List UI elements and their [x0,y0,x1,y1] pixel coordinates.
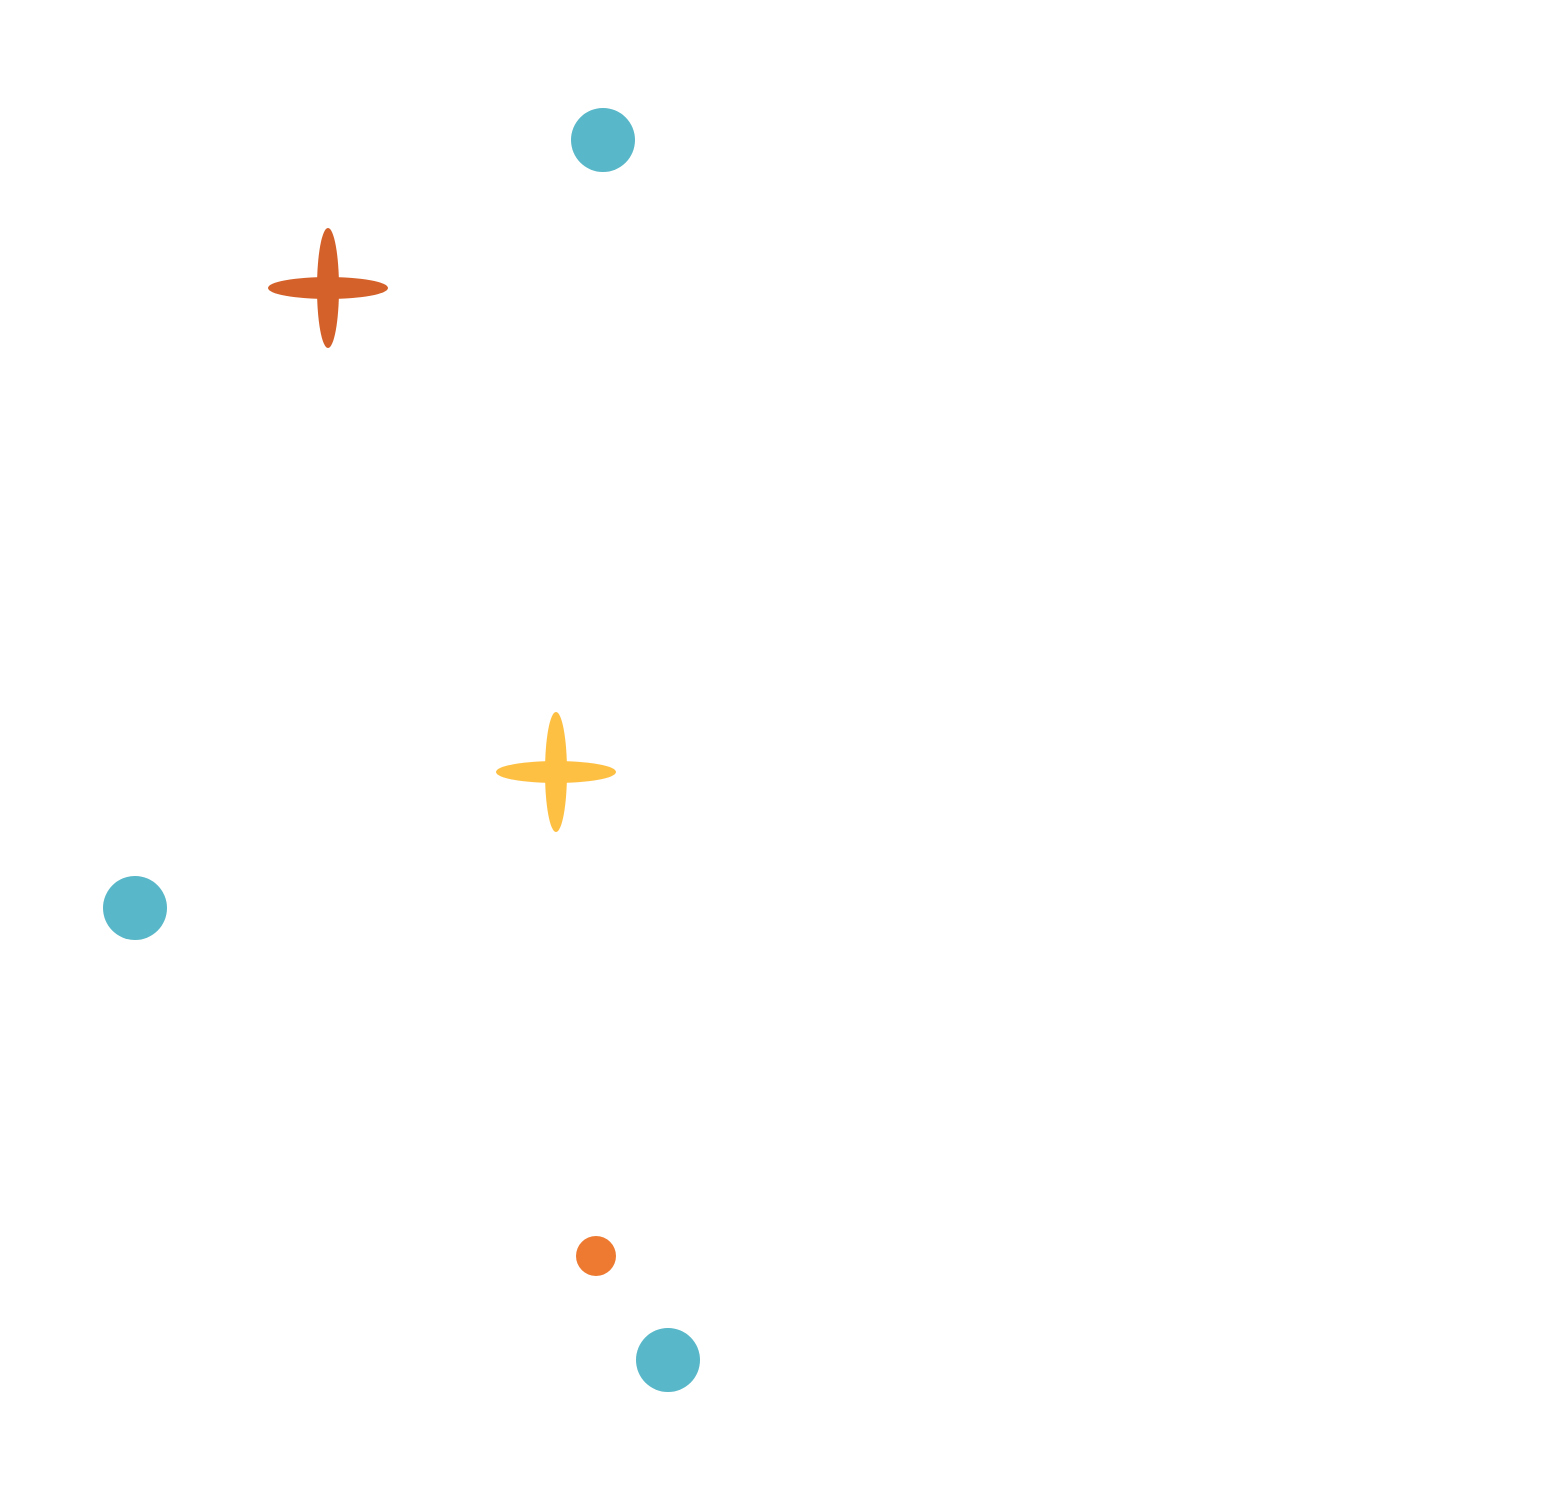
sparkle-icon [496,712,616,832]
teal-dot-icon [103,876,167,940]
teal-dot-icon [571,108,635,172]
orange-dot-icon [576,1236,616,1276]
sparkle-icon [268,228,388,348]
teal-dot-icon [636,1328,700,1392]
